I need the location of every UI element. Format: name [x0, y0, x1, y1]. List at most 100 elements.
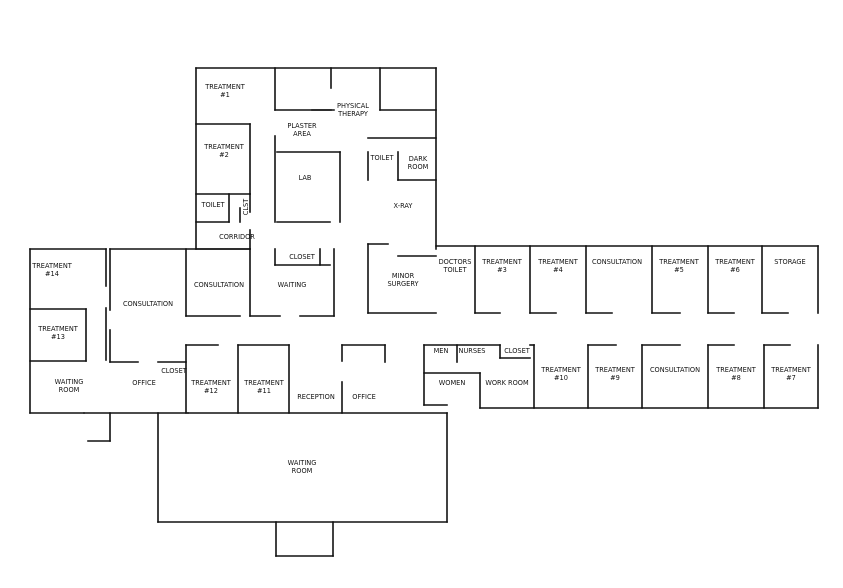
room-label-line: X-RAY — [394, 202, 414, 210]
room-label-line: TOILET — [369, 154, 394, 162]
room-label-treatment-13: TREATMENT#13 — [37, 325, 79, 341]
room-label-treatment-4: TREATMENT#4 — [537, 258, 579, 274]
room-label-treatment-6: TREATMENT#6 — [714, 258, 756, 274]
room-label-line: TREATMENT — [770, 366, 812, 374]
room-label-line: #4 — [553, 266, 563, 274]
room-label-line: TREATMENT — [540, 366, 582, 374]
room-label-treatment-7: TREATMENT#7 — [770, 366, 812, 382]
room-label-line: #12 — [204, 387, 218, 395]
room-label-line: DOCTORS — [439, 258, 472, 266]
room-label-work-room: WORK ROOM — [485, 379, 529, 387]
room-label-consultation-right-lower: CONSULTATION — [650, 366, 700, 374]
room-label-line: CLST — [242, 198, 250, 215]
room-label-line: ROOM — [408, 163, 429, 171]
room-label-line: TREATMENT — [31, 262, 73, 270]
room-label-line: CONSULTATION — [123, 300, 173, 308]
room-label-line: TREATMENT — [715, 366, 757, 374]
room-label-line: #10 — [554, 374, 568, 382]
room-label-line: CLOSET — [161, 367, 188, 375]
room-label-line: #11 — [257, 387, 271, 395]
room-label-line: OFFICE — [132, 379, 156, 387]
room-label-reception: RECEPTION — [297, 393, 335, 401]
room-label-line: #8 — [731, 374, 741, 382]
room-label-office-mid: OFFICE — [352, 393, 376, 401]
room-label-consultation-right-upper: CONSULTATION — [592, 258, 642, 266]
room-label-waiting: WAITING — [278, 281, 307, 289]
room-label-line: CONSULTATION — [592, 258, 642, 266]
room-label-treatment-8: TREATMENT#8 — [715, 366, 757, 382]
room-label-storage: STORAGE — [774, 258, 805, 266]
room-label-treatment-14: TREATMENT#14 — [31, 262, 73, 278]
room-label-treatment-3: TREATMENT#3 — [481, 258, 523, 274]
room-label-line: TOILET — [442, 266, 467, 274]
room-label-treatment-1: TREATMENT#1 — [204, 83, 246, 99]
room-label-line: LAB — [299, 174, 312, 182]
room-label-line: #9 — [610, 374, 620, 382]
room-label-line: #14 — [45, 270, 59, 278]
room-label-consultation-left: CONSULTATION — [123, 300, 173, 308]
room-label-line: #13 — [51, 333, 65, 341]
room-label-women: WOMEN — [439, 379, 466, 387]
room-label-line: MINOR — [392, 272, 415, 280]
room-label-line: CORRIDOR — [219, 233, 255, 241]
room-label-line: #6 — [730, 266, 740, 274]
room-label-treatment-10: TREATMENT#10 — [540, 366, 582, 382]
room-label-line: PHYSICAL — [337, 102, 369, 110]
room-label-line: SURGERY — [387, 280, 419, 288]
room-label-line: OFFICE — [352, 393, 376, 401]
room-label-line: MEN — [434, 347, 449, 355]
room-label-line: TREATMENT — [594, 366, 636, 374]
room-label-line: NURSES — [459, 347, 486, 355]
room-label-line: TREATMENT — [203, 143, 245, 151]
room-label-treatment-12: TREATMENT#12 — [190, 379, 232, 395]
room-label-line: TREATMENT — [37, 325, 79, 333]
room-label-lab: LAB — [299, 174, 312, 182]
room-label-line: THERAPY — [337, 110, 369, 118]
room-label-treatment-2: TREATMENT#2 — [203, 143, 245, 159]
room-label-line: ROOM — [59, 386, 80, 394]
room-label-line: TREATMENT — [658, 258, 700, 266]
room-label-line: PLASTER — [287, 122, 317, 130]
room-label-line: RECEPTION — [297, 393, 335, 401]
room-label-nurses: NURSES — [459, 347, 486, 355]
room-label-line: DARK — [409, 155, 428, 163]
room-label-line: #7 — [786, 374, 796, 382]
room-label-toilet-upper: TOILET — [369, 154, 394, 162]
room-label-line: CLOSET — [289, 253, 316, 261]
room-label-consultation-mid: CONSULTATION — [194, 281, 244, 289]
room-label-line: TREATMENT — [714, 258, 756, 266]
room-label-toilet-small: TOILET — [200, 201, 225, 209]
room-label-treatment-9: TREATMENT#9 — [594, 366, 636, 382]
room-label-line: #3 — [497, 266, 507, 274]
room-label-line: TREATMENT — [243, 379, 285, 387]
room-label-corridor: CORRIDOR — [219, 233, 255, 241]
room-label-closet-office: CLOSET — [161, 367, 188, 375]
room-label-treatment-11: TREATMENT#11 — [243, 379, 285, 395]
room-label-men: MEN — [434, 347, 449, 355]
room-label-treatment-5: TREATMENT#5 — [658, 258, 700, 274]
walls — [29, 67, 819, 557]
room-label-line: TOILET — [200, 201, 225, 209]
room-label-closet-mid: CLOSET — [289, 253, 316, 261]
room-label-line: WOMEN — [439, 379, 466, 387]
room-label-line: WAITING — [55, 378, 84, 386]
room-label-xray: X-RAY — [394, 202, 414, 210]
room-label-line: ROOM — [292, 467, 313, 475]
room-label-line: #2 — [219, 151, 229, 159]
room-label-line: TREATMENT — [190, 379, 232, 387]
room-label-closet-right: CLOSET — [504, 347, 531, 355]
room-label-line: AREA — [293, 130, 311, 138]
room-label-line: CONSULTATION — [650, 366, 700, 374]
room-label-line: WAITING — [288, 459, 317, 467]
room-label-line: TREATMENT — [481, 258, 523, 266]
room-label-line: CLOSET — [504, 347, 531, 355]
room-label-closet-small: CLST — [242, 198, 250, 215]
